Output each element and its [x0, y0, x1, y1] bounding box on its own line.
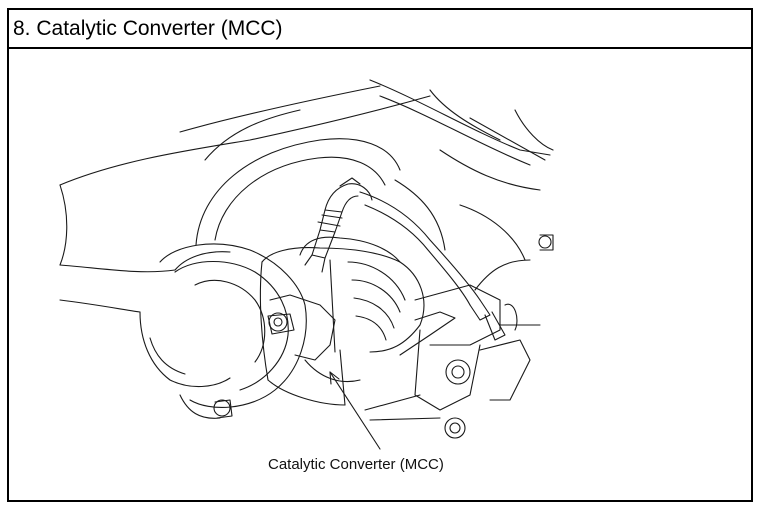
section-title: 8. Catalytic Converter (MCC)	[13, 17, 283, 40]
exhaust-pipe	[59, 184, 231, 388]
converter-body	[259, 236, 456, 406]
oxygen-sensor	[304, 177, 506, 341]
section-header: 8. Catalytic Converter (MCC)	[9, 10, 751, 49]
callout-arrow	[329, 371, 381, 450]
callout-label: Catalytic Converter (MCC)	[268, 456, 444, 473]
mount-bracket	[364, 234, 554, 439]
pipe-flange	[159, 243, 336, 419]
chassis-outline	[59, 79, 554, 261]
